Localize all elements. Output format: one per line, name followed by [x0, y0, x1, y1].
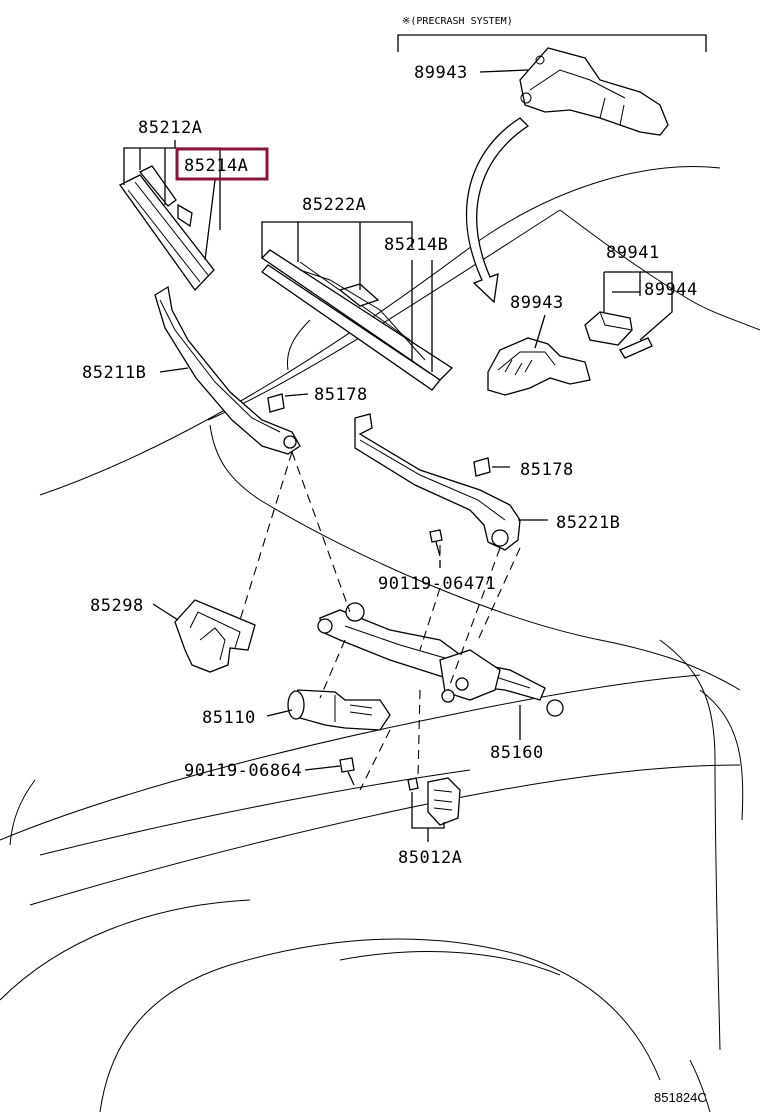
- motor-drawing: [287, 689, 391, 731]
- cap-left-drawing: [267, 393, 285, 413]
- diagram-code: 851824C: [654, 1090, 707, 1105]
- wiper-blade-rear-drawing: [260, 249, 454, 391]
- vehicle-body-outline: [0, 166, 760, 1112]
- screw-upper-drawing: [429, 529, 443, 557]
- label-link-assy[interactable]: 85160: [490, 743, 544, 763]
- relocation-arrow: [465, 117, 530, 304]
- sensor-cover-upper-drawing: [519, 47, 669, 136]
- label-wiper-arm-left[interactable]: 85211B: [82, 363, 146, 383]
- wiper-link-drawing: [317, 602, 564, 717]
- label-wiper-blade-rear[interactable]: 85222A: [302, 195, 366, 215]
- label-wiper-blade-front[interactable]: 85212A: [138, 118, 202, 138]
- label-motor[interactable]: 85110: [202, 708, 256, 728]
- label-bracket-assy[interactable]: 85012A: [398, 848, 462, 868]
- cap-right-drawing: [473, 457, 491, 477]
- label-screw-upper[interactable]: 90119-06471: [378, 574, 496, 594]
- label-cover[interactable]: 85298: [90, 596, 144, 616]
- wiper-arm-right-drawing: [354, 413, 521, 551]
- label-sensor-lower[interactable]: 89943: [510, 293, 564, 313]
- precrash-note: ※(PRECRASH SYSTEM): [402, 16, 513, 27]
- label-screw-lower[interactable]: 90119-06864: [184, 761, 302, 781]
- label-blade-rubber-rear[interactable]: 85214B: [384, 235, 448, 255]
- sensor-bracket-lower-drawing: [487, 337, 591, 396]
- highlight-box: [175, 147, 269, 181]
- label-cap-left[interactable]: 85178: [314, 385, 368, 405]
- sensor-module-drawing: [584, 311, 653, 359]
- label-wiper-arm-right[interactable]: 85221B: [556, 513, 620, 533]
- label-blade-rubber-front[interactable]: 85214A: [184, 156, 248, 176]
- label-cap-right[interactable]: 85178: [520, 460, 574, 480]
- assembly-dashed-lines: [239, 451, 521, 791]
- label-sensor-upper[interactable]: 89943: [414, 63, 468, 83]
- precrash-bracket: ※(PRECRASH SYSTEM): [397, 16, 707, 52]
- wiper-blade-front-drawing: [119, 165, 215, 292]
- wiper-arm-left-drawing: [154, 285, 301, 455]
- cover-drawing: [174, 599, 256, 673]
- screw-lower-drawing: [339, 757, 355, 786]
- label-sensor-cover[interactable]: 89941: [606, 243, 660, 263]
- label-sensor-module[interactable]: 89944: [644, 280, 698, 300]
- bracket-drawing: [407, 777, 461, 826]
